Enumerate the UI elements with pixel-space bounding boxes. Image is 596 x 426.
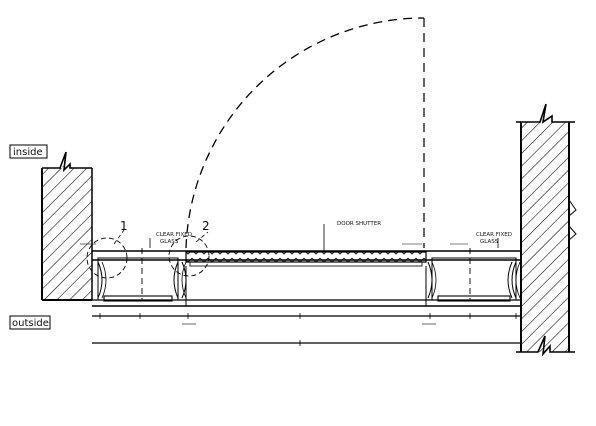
dimension-lines	[92, 313, 521, 346]
door-shutter-panel	[185, 224, 427, 306]
detail-circle-1	[86, 229, 128, 279]
inside-label: inside	[13, 147, 43, 158]
right-wall	[516, 103, 577, 357]
glass-left-label-line1: CLEAR FIXED	[156, 232, 192, 238]
left-fixed-glass	[97, 248, 187, 302]
detail-number-2: 2	[202, 219, 210, 233]
label-outside: outside	[9, 315, 51, 330]
detail-number-1: 1	[120, 219, 128, 233]
right-fixed-glass	[427, 248, 521, 302]
glass-left-label-line2: GLASS	[160, 239, 179, 245]
glass-right-label-line1: CLEAR FIXED	[476, 232, 512, 238]
outside-label: outside	[12, 318, 49, 329]
leader-lines	[80, 238, 499, 325]
label-inside: inside	[9, 144, 48, 159]
left-wall	[41, 151, 93, 301]
door-swing	[185, 17, 425, 249]
glass-right-label-line2: GLASS	[480, 239, 499, 245]
door-shutter-label: DOOR SHUTTER	[337, 221, 381, 227]
